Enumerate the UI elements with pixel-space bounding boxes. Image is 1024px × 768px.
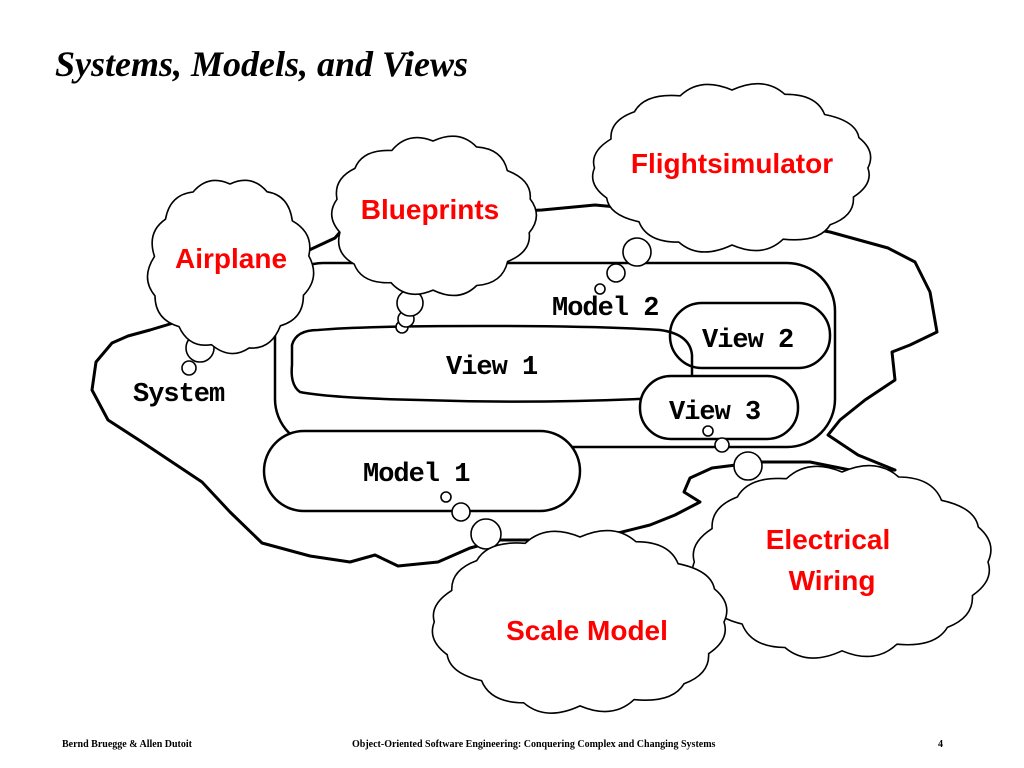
cloud-flightsimulator <box>591 83 872 253</box>
footer-authors: Bernd Bruegge & Allen Dutoit <box>62 739 192 750</box>
system-label: System <box>133 380 225 410</box>
footer-page-number: 4 <box>938 739 943 750</box>
blueprints-label: Blueprints <box>361 194 499 225</box>
flightsimulator-label: Flightsimulator <box>631 148 833 179</box>
bubble-flight-large <box>622 237 652 267</box>
electrical-label: Electrical <box>766 524 891 555</box>
model1-label: Model 1 <box>363 460 470 490</box>
airplane-label: Airplane <box>175 243 287 274</box>
scale-model-label: Scale Model <box>506 615 668 646</box>
cloud-blueprints <box>330 135 538 297</box>
view2-box <box>668 301 832 370</box>
view3-label: View 3 <box>669 398 760 428</box>
slide-title: Systems, Models, and Views <box>55 44 469 84</box>
bubble-airplane-small <box>181 360 197 376</box>
cloud-airplane <box>146 179 315 355</box>
model1-box <box>262 429 582 513</box>
clouds-layer <box>146 83 992 714</box>
model2-label: Model 2 <box>552 294 658 324</box>
bubble-electrical-mid <box>714 437 730 453</box>
bubble-scale-mid <box>451 502 471 522</box>
footer-course: Object-Oriented Software Engineering: Co… <box>352 739 716 750</box>
bubble-flight-small <box>594 283 606 295</box>
bubble-electrical-large <box>733 451 763 481</box>
view1-label: View 1 <box>446 353 538 383</box>
cloud-scale-model <box>431 529 728 714</box>
wiring-label: Wiring <box>789 565 876 596</box>
bubble-electrical-small <box>702 425 714 437</box>
bubble-flight-mid <box>606 263 626 283</box>
bubble-scale-small <box>440 491 452 503</box>
view2-label: View 2 <box>702 326 793 356</box>
bubble-scale-large <box>470 518 502 550</box>
cloud-electrical <box>691 464 992 659</box>
connector-bubbles <box>181 237 763 550</box>
